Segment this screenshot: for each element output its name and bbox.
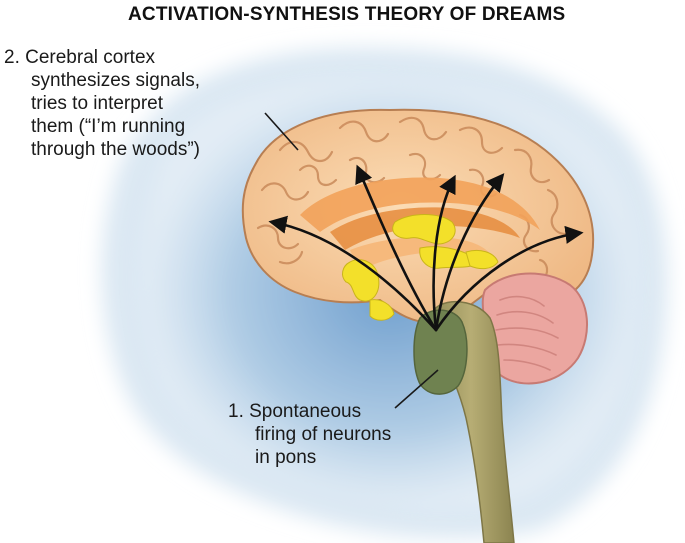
- label-line: firing of neurons: [255, 424, 392, 445]
- leader-lines: [264, 112, 439, 409]
- label-pons-firing: 1. Spontaneous firing of neurons in pons: [228, 400, 391, 469]
- label-line: synthesizes signals,: [31, 70, 200, 91]
- pons: [413, 309, 468, 395]
- arrow-to-occipital: [434, 225, 584, 332]
- activation-arrows: [268, 164, 584, 332]
- diagram-title: ACTIVATION-SYNTHESIS THEORY OF DREAMS: [128, 4, 566, 25]
- label-line: through the woods”): [31, 139, 200, 160]
- label-line: 2. Cerebral cortex: [4, 47, 156, 68]
- label-line: in pons: [255, 447, 317, 468]
- arrow-to-frontal: [268, 215, 438, 332]
- label-line: tries to interpret: [31, 93, 163, 114]
- leader-cortex: [264, 112, 299, 151]
- arrow-to-parietal: [434, 173, 505, 332]
- arrow-to-top: [432, 174, 456, 332]
- arrow-to-top-front: [355, 164, 438, 332]
- leader-pons: [394, 369, 439, 409]
- label-line: 1. Spontaneous: [228, 401, 362, 422]
- label-line: them (“I’m running: [31, 116, 186, 137]
- label-cerebral-cortex: 2. Cerebral cortex synthesizes signals, …: [4, 46, 200, 161]
- cerebellum: [481, 272, 588, 385]
